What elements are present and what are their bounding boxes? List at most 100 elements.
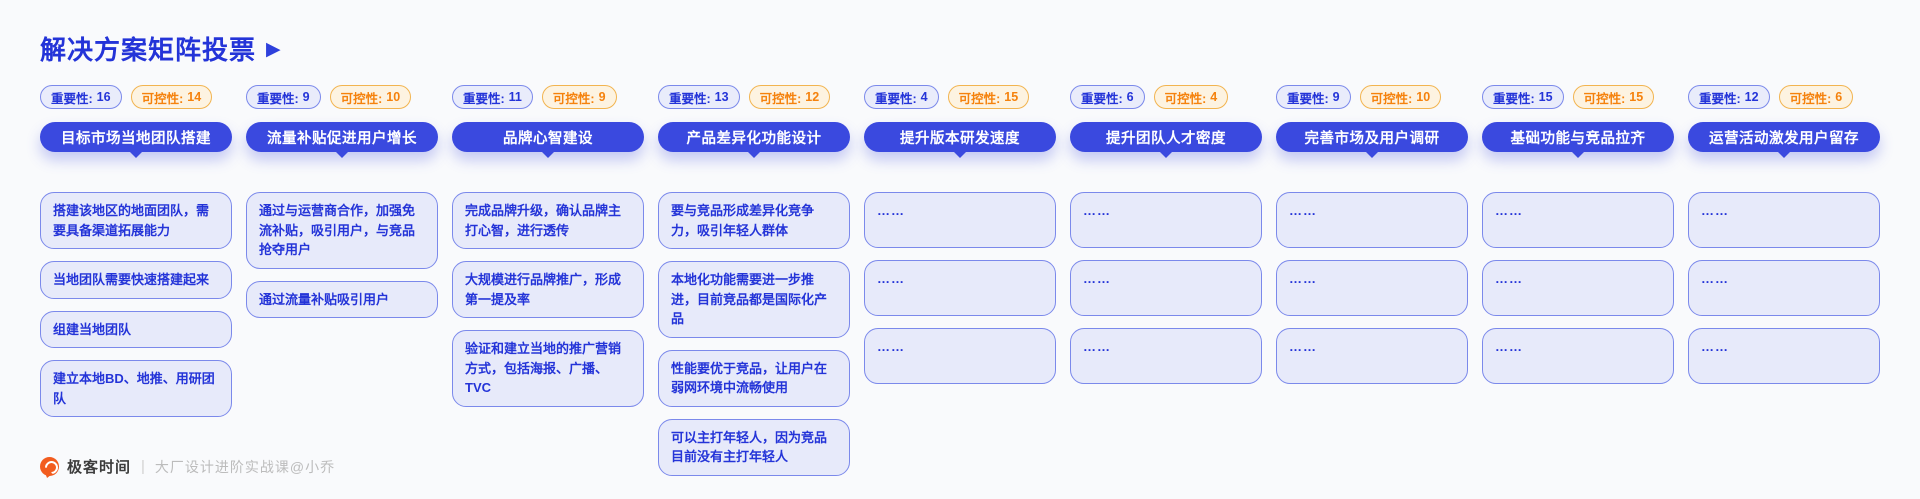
importance-badge[interactable]: 重要性: 15 [1482,85,1564,109]
idea-card[interactable]: …… [1688,328,1880,384]
card-list: …… …… …… [1276,192,1468,384]
controllability-label: 可控性: [141,91,184,106]
importance-badge[interactable]: 重要性: 13 [658,85,740,109]
column-header[interactable]: 完善市场及用户调研 [1276,122,1468,152]
card-list: 完成品牌升级，确认品牌主打心智，进行透传大规模进行品牌推广，形成第一提及率验证和… [452,192,644,407]
column-header[interactable]: 提升版本研发速度 [864,122,1056,152]
idea-card[interactable]: 组建当地团队 [40,310,232,348]
geektime-logo-icon [40,457,59,476]
importance-badge[interactable]: 重要性: 6 [1070,85,1145,109]
controllability-badge[interactable]: 可控性: 4 [1153,85,1229,109]
controllability-badge[interactable]: 可控性: 15 [1572,85,1655,109]
card-list: 搭建该地区的地面团队，需要具备渠道拓展能力当地团队需要快速搭建起来组建当地团队建… [40,192,232,417]
controllability-label: 可控性: [552,91,595,106]
importance-badge[interactable]: 重要性: 16 [40,85,122,109]
card-list: …… …… …… [1070,192,1262,384]
controllability-badge[interactable]: 可控性: 10 [329,85,412,109]
idea-card[interactable]: 搭建该地区的地面团队，需要具备渠道拓展能力 [40,192,232,249]
idea-card[interactable]: …… [864,192,1056,248]
badge-row: 重要性: 11 可控性: 9 [452,85,644,109]
idea-card[interactable]: …… [864,260,1056,316]
column-header[interactable]: 提升团队人才密度 [1070,122,1262,152]
idea-card[interactable]: …… [1276,260,1468,316]
idea-card[interactable]: …… [1276,192,1468,248]
idea-card[interactable]: …… [1070,260,1262,316]
importance-label: 重要性: [1081,91,1123,106]
controllability-label: 可控性: [759,91,802,106]
page-title: 解决方案矩阵投票 [40,35,257,65]
idea-card[interactable]: …… [1482,260,1674,316]
idea-card[interactable]: …… [1070,192,1262,248]
controllability-badge[interactable]: 可控性: 14 [130,85,213,109]
importance-badge[interactable]: 重要性: 4 [864,85,939,109]
controllability-value: 15 [1629,90,1644,104]
importance-label: 重要性: [669,91,711,106]
idea-card[interactable]: 建立本地BD、地推、用研团队 [40,360,232,417]
importance-label: 重要性: [1493,91,1535,106]
idea-card[interactable]: 要与竞品形成差异化竞争力，吸引年轻人群体 [658,192,850,249]
column-header[interactable]: 基础功能与竞品拉齐 [1482,122,1674,152]
controllability-badge[interactable]: 可控性: 9 [541,85,617,109]
controllability-badge[interactable]: 可控性: 12 [748,85,831,109]
footer-course: 大厂设计进阶实战课@小乔 [154,458,336,475]
idea-card[interactable]: …… [1070,328,1262,384]
idea-card[interactable]: 大规模进行品牌推广，形成第一提及率 [452,261,644,318]
importance-badge[interactable]: 重要性: 12 [1688,85,1770,109]
controllability-label: 可控性: [1789,91,1832,106]
column-header[interactable]: 运营活动激发用户留存 [1688,122,1880,152]
badge-row: 重要性: 15 可控性: 15 [1482,85,1674,109]
idea-card[interactable]: 可以主打年轻人，因为竞品目前没有主打年轻人 [658,418,850,476]
importance-value: 12 [1744,90,1759,104]
badge-row: 重要性: 6 可控性: 4 [1070,85,1262,109]
idea-card[interactable]: 完成品牌升级，确认品牌主打心智，进行透传 [452,192,644,249]
idea-card[interactable]: 通过与运营商合作，加强免流补贴，吸引用户，与竞品抢夺用户 [246,192,438,269]
idea-card[interactable]: …… [864,328,1056,384]
footer-divider: | [141,458,145,475]
column-header[interactable]: 目标市场当地团队搭建 [40,122,232,152]
idea-card[interactable]: …… [1482,192,1674,248]
badge-row: 重要性: 16 可控性: 14 [40,85,232,109]
idea-card[interactable]: 性能要优于竞品，让用户在弱网环境中流畅使用 [658,349,850,407]
play-arrow-icon[interactable]: ▶ [266,39,281,60]
idea-card[interactable]: …… [1482,328,1674,384]
controllability-badge[interactable]: 可控性: 6 [1778,85,1854,109]
column-header[interactable]: 流量补贴促进用户增长 [246,122,438,152]
solution-column: 重要性: 9 可控性: 10 流量补贴促进用户增长 通过与运营商合作，加强免流补… [246,85,438,318]
importance-value: 11 [508,90,522,104]
controllability-label: 可控性: [340,91,383,106]
controllability-badge[interactable]: 可控性: 10 [1359,85,1442,109]
idea-card[interactable]: 通过流量补贴吸引用户 [246,280,438,318]
importance-badge[interactable]: 重要性: 11 [452,85,533,109]
importance-value: 16 [96,90,111,104]
importance-value: 4 [920,90,928,104]
solution-column: 重要性: 4 可控性: 15 提升版本研发速度 …… …… …… [864,85,1056,384]
controllability-label: 可控性: [1164,91,1207,106]
card-list: …… …… …… [1688,192,1880,384]
footer: 极客时间 | 大厂设计进阶实战课@小乔 [40,456,335,477]
idea-card[interactable]: …… [1688,192,1880,248]
badge-row: 重要性: 9 可控性: 10 [246,85,438,109]
importance-value: 9 [1332,90,1340,104]
idea-card[interactable]: 验证和建立当地的推广营销方式，包括海报、广播、TVC [452,330,644,407]
column-header[interactable]: 产品差异化功能设计 [658,122,850,152]
solution-column: 重要性: 11 可控性: 9 品牌心智建设 完成品牌升级，确认品牌主打心智，进行… [452,85,644,407]
card-list: …… …… …… [864,192,1056,384]
idea-card[interactable]: 本地化功能需要进一步推进，目前竞品都是国际化产品 [658,261,850,338]
importance-badge[interactable]: 重要性: 9 [1276,85,1351,109]
controllability-badge[interactable]: 可控性: 15 [947,85,1030,109]
idea-card[interactable]: …… [1688,260,1880,316]
controllability-value: 14 [187,90,202,104]
importance-badge[interactable]: 重要性: 9 [246,85,321,109]
controllability-value: 4 [1210,90,1218,104]
badge-row: 重要性: 13 可控性: 12 [658,85,850,109]
importance-value: 6 [1126,90,1134,104]
column-header[interactable]: 品牌心智建设 [452,122,644,152]
idea-card[interactable]: …… [1276,328,1468,384]
idea-card[interactable]: 当地团队需要快速搭建起来 [40,261,232,299]
controllability-value: 6 [1835,90,1843,104]
badge-row: 重要性: 9 可控性: 10 [1276,85,1468,109]
importance-value: 9 [302,90,310,104]
importance-label: 重要性: [1699,91,1741,106]
controllability-label: 可控性: [1370,91,1413,106]
